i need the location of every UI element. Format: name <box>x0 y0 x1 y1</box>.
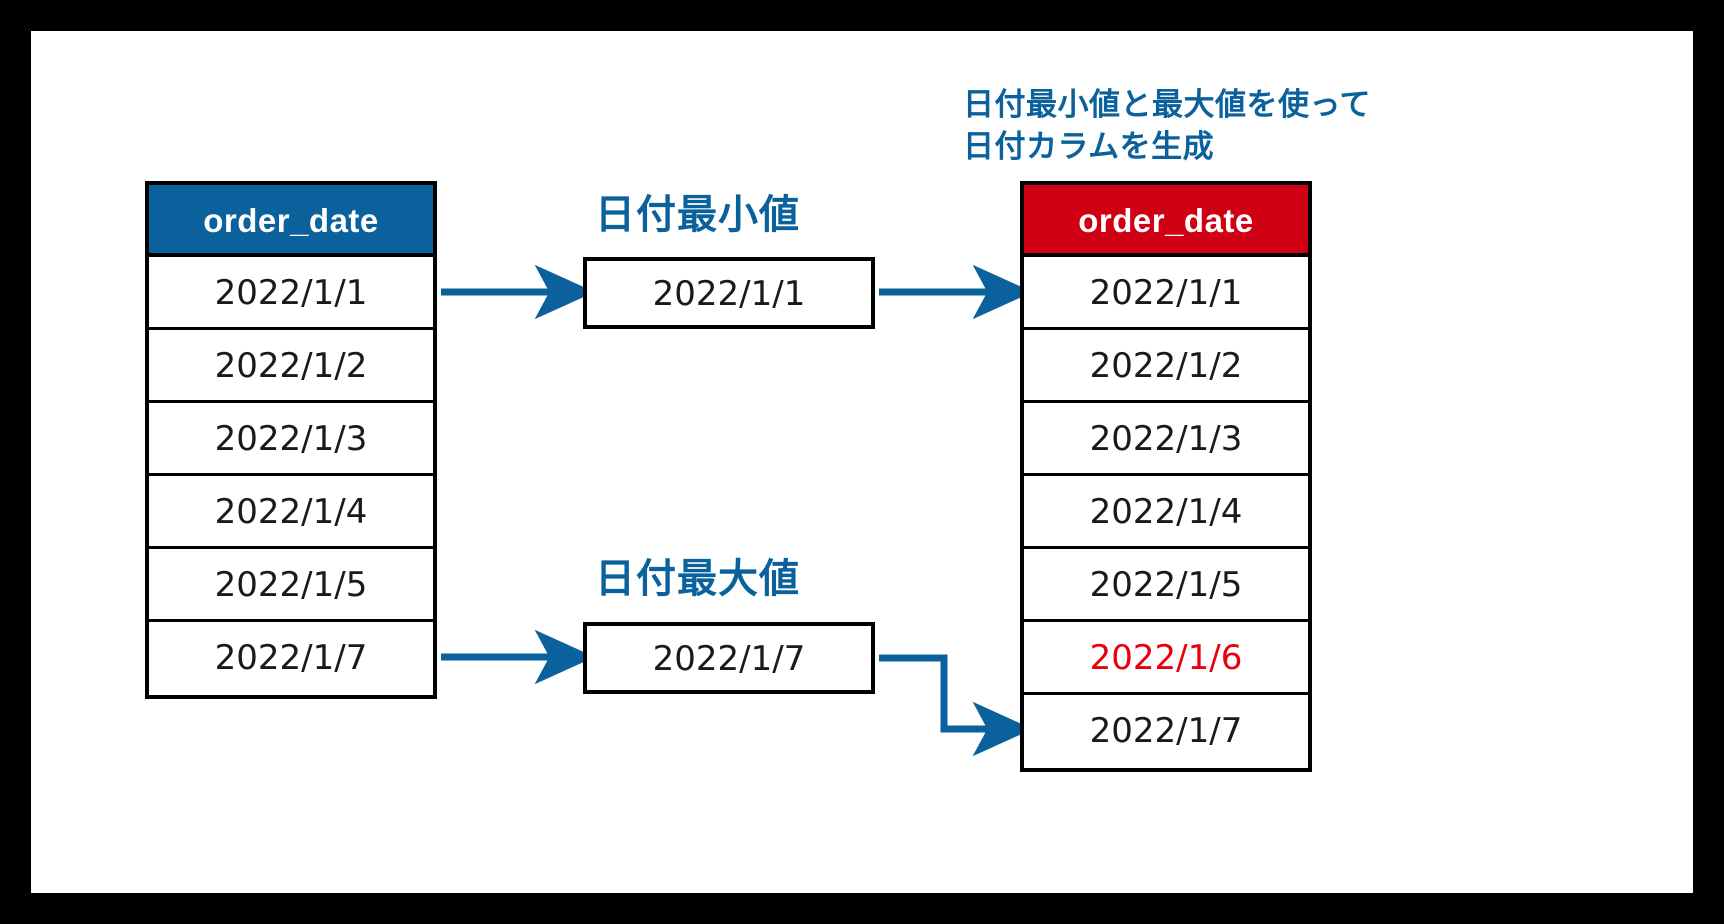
table-row: 2022/1/5 <box>1024 549 1308 622</box>
table-row-generated: 2022/1/6 <box>1024 622 1308 695</box>
table-row: 2022/1/4 <box>1024 476 1308 549</box>
table-row: 2022/1/7 <box>214 638 368 678</box>
result-table: order_date 2022/1/1 2022/1/2 2022/1/3 20… <box>1020 181 1312 772</box>
table-row: 2022/1/1 <box>1024 257 1308 330</box>
result-table-header: order_date <box>1024 185 1308 257</box>
generate-note-line1: 日付最小値と最大値を使って <box>963 87 1371 123</box>
table-row: 2022/1/1 <box>149 257 433 330</box>
table-row: 2022/1/5 <box>149 549 433 622</box>
table-row: 2022/1/7 <box>1089 711 1243 751</box>
table-row: 2022/1/3 <box>149 403 433 476</box>
max-date-value-box: 2022/1/7 <box>583 622 875 694</box>
source-table: order_date 2022/1/1 2022/1/2 2022/1/3 20… <box>145 181 437 699</box>
generate-note: 日付最小値と最大値を使って 日付カラムを生成 <box>963 84 1371 168</box>
max-date-label: 日付最大値 <box>595 556 800 602</box>
table-row: 2022/1/3 <box>1024 403 1308 476</box>
table-row: 2022/1/2 <box>1024 330 1308 403</box>
table-row: 2022/1/4 <box>149 476 433 549</box>
generate-note-line2: 日付カラムを生成 <box>963 129 1215 165</box>
table-row: 2022/1/2 <box>149 330 433 403</box>
min-date-label: 日付最小値 <box>595 192 800 238</box>
min-date-value-box: 2022/1/1 <box>583 257 875 329</box>
source-table-header: order_date <box>149 185 433 257</box>
